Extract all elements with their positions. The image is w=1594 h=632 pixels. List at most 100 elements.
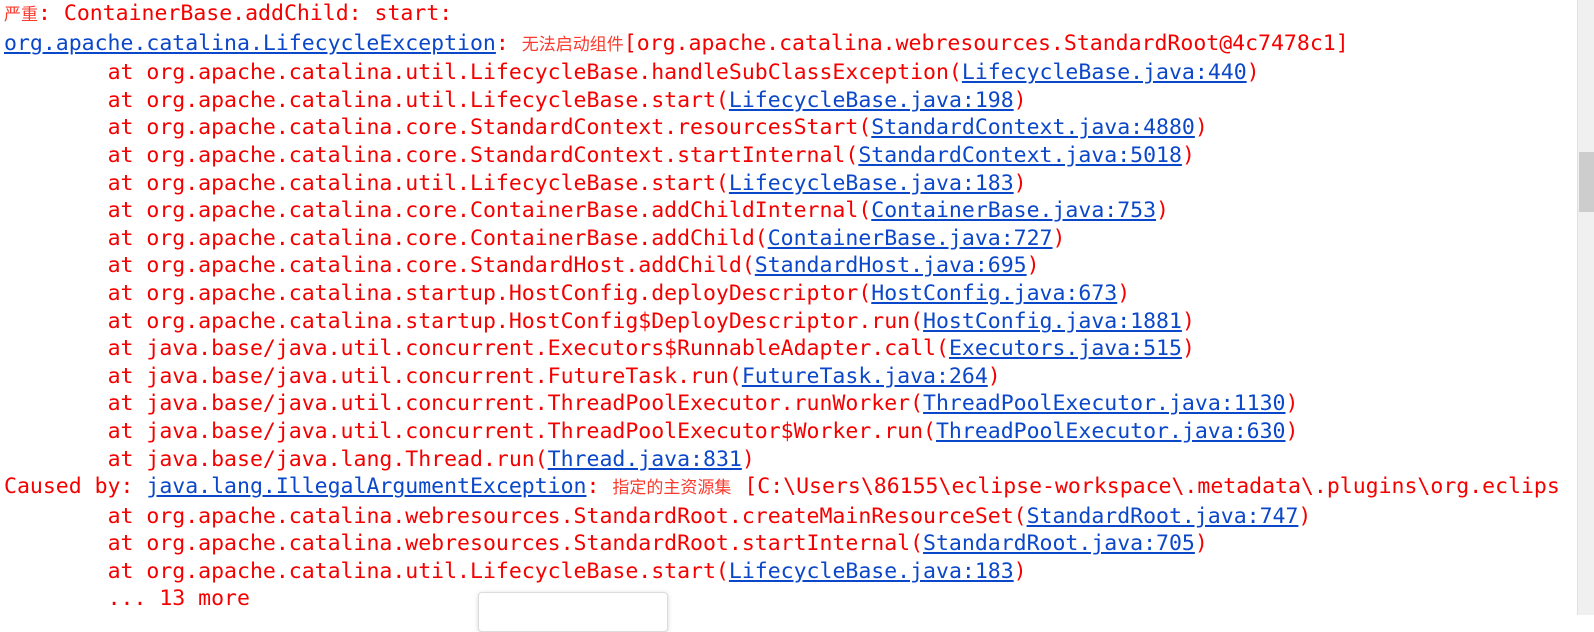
error-text: ) <box>1181 308 1195 334</box>
stack-trace-link[interactable]: HostConfig.java:673 <box>871 280 1118 306</box>
line-severity-header: 严重: ContainerBase.addChild: start: <box>4 0 1560 30</box>
error-text: ) <box>1285 391 1299 417</box>
error-text: at org.apache.catalina.core.ContainerBas… <box>107 225 768 251</box>
error-text: at org.apache.catalina.core.StandardCont… <box>107 115 872 141</box>
error-text: [org.apache.catalina.webresources.Standa… <box>623 30 1349 56</box>
line-frame-6: at org.apache.catalina.core.ContainerBas… <box>4 197 1560 225</box>
error-text: : <box>495 30 522 56</box>
error-text: at java.base/java.util.concurrent.Future… <box>107 363 742 389</box>
vertical-scrollbar-thumb[interactable] <box>1579 152 1594 212</box>
stack-trace-link[interactable]: Executors.java:515 <box>948 336 1182 362</box>
line-frame-11: at java.base/java.util.concurrent.Execut… <box>4 335 1560 363</box>
error-text: at org.apache.catalina.core.StandardCont… <box>107 142 859 168</box>
stack-trace-link[interactable]: StandardRoot.java:747 <box>1026 503 1299 529</box>
error-text: ) <box>1013 170 1027 196</box>
error-text: : ContainerBase.addChild: start: <box>38 1 453 26</box>
error-text: at org.apache.catalina.startup.HostConfi… <box>107 308 924 334</box>
line-indent <box>4 253 108 278</box>
line-indent <box>4 559 108 584</box>
error-text: at java.base/java.util.concurrent.Thread… <box>107 418 936 444</box>
line-indent <box>4 419 108 444</box>
line-indent <box>4 504 108 529</box>
line-indent <box>4 198 108 223</box>
error-text: ) <box>1013 558 1027 584</box>
error-text: ) <box>741 446 755 472</box>
error-text: ) <box>1246 60 1260 86</box>
line-indent <box>4 226 108 251</box>
line-frame-4: at org.apache.catalina.core.StandardCont… <box>4 142 1560 170</box>
line-cause-frame-3: at org.apache.catalina.util.LifecycleBas… <box>4 558 1560 586</box>
stack-trace-link[interactable]: java.lang.IllegalArgumentException <box>146 474 587 500</box>
error-text: ... 13 more <box>107 586 250 612</box>
error-text: at java.base/java.util.concurrent.Execut… <box>107 336 949 362</box>
line-indent <box>4 531 108 556</box>
hover-popup[interactable] <box>478 592 668 632</box>
line-indent <box>4 143 108 168</box>
stack-trace-link[interactable]: Thread.java:831 <box>547 446 742 472</box>
line-indent <box>4 586 108 611</box>
line-frame-13: at java.base/java.util.concurrent.Thread… <box>4 390 1560 418</box>
stack-trace-link[interactable]: ThreadPoolExecutor.java:1130 <box>923 391 1286 417</box>
error-text: at org.apache.catalina.core.StandardHost… <box>107 253 755 279</box>
vertical-scrollbar[interactable] <box>1577 0 1594 615</box>
error-text: Caused by: <box>4 474 147 500</box>
line-cause-frame-2: at org.apache.catalina.webresources.Stan… <box>4 530 1560 558</box>
line-indent <box>4 115 108 140</box>
stack-trace-link[interactable]: LifecycleBase.java:183 <box>728 170 1014 196</box>
error-text: ) <box>1117 280 1131 306</box>
stack-trace-link[interactable]: org.apache.catalina.LifecycleException <box>4 30 496 56</box>
error-text: at org.apache.catalina.core.ContainerBas… <box>107 198 872 224</box>
line-indent <box>4 171 108 196</box>
console-text-viewport[interactable]: 严重: ContainerBase.addChild: start:org.ap… <box>0 0 1577 615</box>
error-text: ) <box>1181 142 1195 168</box>
localized-message-text: 指定的主资源集 <box>612 478 732 499</box>
error-text: ) <box>1194 115 1208 141</box>
error-text: ) <box>1298 503 1312 529</box>
stack-trace-link[interactable]: ContainerBase.java:753 <box>871 198 1157 224</box>
stack-trace-link[interactable]: ThreadPoolExecutor.java:630 <box>935 418 1286 444</box>
line-frame-7: at org.apache.catalina.core.ContainerBas… <box>4 225 1560 253</box>
stack-trace-link[interactable]: StandardHost.java:695 <box>754 253 1027 279</box>
stack-trace-link[interactable]: LifecycleBase.java:183 <box>728 558 1014 584</box>
line-frame-5: at org.apache.catalina.util.LifecycleBas… <box>4 170 1560 198</box>
localized-message-text: 无法启动组件 <box>521 34 624 55</box>
line-indent <box>4 364 108 389</box>
stack-trace-link[interactable]: StandardContext.java:5018 <box>858 142 1182 168</box>
error-text: ) <box>1052 225 1066 251</box>
stack-trace-link[interactable]: FutureTask.java:264 <box>741 363 988 389</box>
line-frame-8: at org.apache.catalina.core.StandardHost… <box>4 252 1560 280</box>
error-text: at java.base/java.util.concurrent.Thread… <box>107 391 924 417</box>
stack-trace-link[interactable]: HostConfig.java:1881 <box>923 308 1182 334</box>
line-indent <box>4 281 108 306</box>
line-indent <box>4 391 108 416</box>
stack-trace-link[interactable]: StandardRoot.java:705 <box>923 531 1195 557</box>
error-text: ) <box>1026 253 1040 279</box>
error-text: at org.apache.catalina.startup.HostConfi… <box>107 280 872 306</box>
stack-trace-link[interactable]: LifecycleBase.java:198 <box>728 87 1014 113</box>
console-line-list: 严重: ContainerBase.addChild: start:org.ap… <box>4 0 1560 613</box>
error-text: ) <box>1013 87 1027 113</box>
error-text: at org.apache.catalina.webresources.Stan… <box>107 503 1027 529</box>
error-text: at org.apache.catalina.webresources.Stan… <box>107 531 924 557</box>
line-indent <box>4 336 108 361</box>
error-text: at org.apache.catalina.util.LifecycleBas… <box>107 60 962 86</box>
line-frame-9: at org.apache.catalina.startup.HostConfi… <box>4 280 1560 308</box>
stack-trace-link[interactable]: StandardContext.java:4880 <box>871 115 1195 141</box>
error-text: at org.apache.catalina.util.LifecycleBas… <box>107 170 729 196</box>
error-text: : <box>586 474 613 500</box>
line-frame-10: at org.apache.catalina.startup.HostConfi… <box>4 308 1560 336</box>
localized-message-text: 严重 <box>4 5 38 25</box>
stack-trace-link[interactable]: ContainerBase.java:727 <box>767 225 1053 251</box>
line-frame-12: at java.base/java.util.concurrent.Future… <box>4 363 1560 391</box>
line-frame-15: at java.base/java.lang.Thread.run(Thread… <box>4 446 1560 474</box>
error-text: at org.apache.catalina.util.LifecycleBas… <box>107 87 729 113</box>
line-indent <box>4 88 108 113</box>
line-more: ... 13 more <box>4 585 1560 613</box>
error-text: ) <box>1194 531 1208 557</box>
line-exception-header: org.apache.catalina.LifecycleException: … <box>4 30 1560 60</box>
error-text: ) <box>1156 198 1169 224</box>
error-text: [C:\Users\86155\eclipse-workspace\.metad… <box>731 474 1560 500</box>
error-text: ) <box>1285 418 1299 444</box>
line-frame-3: at org.apache.catalina.core.StandardCont… <box>4 114 1560 142</box>
stack-trace-link[interactable]: LifecycleBase.java:440 <box>961 60 1247 86</box>
